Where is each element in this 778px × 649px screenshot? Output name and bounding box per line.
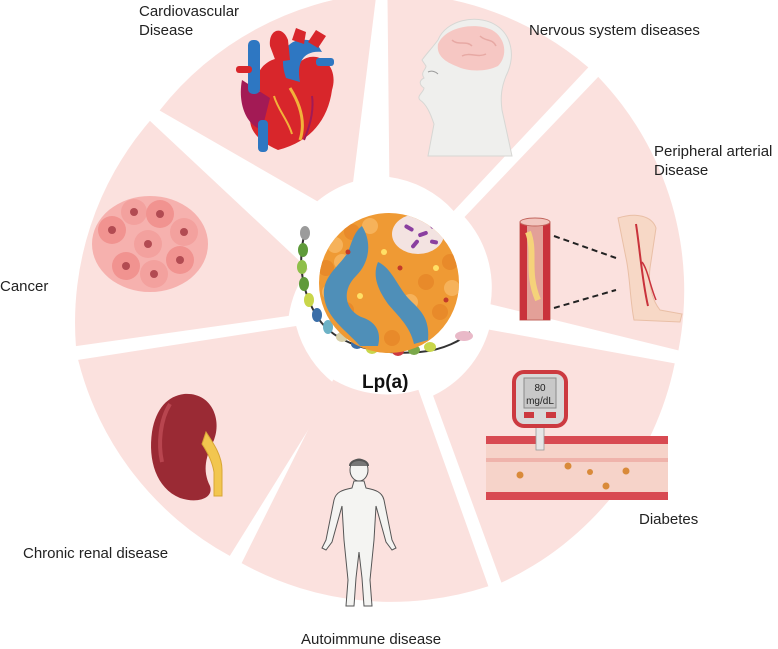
- head-brain-icon: [418, 18, 513, 157]
- label-nervous: Nervous system diseases: [529, 22, 700, 39]
- artery-leg-icon: [519, 214, 683, 323]
- glucometer-unit: mg/dL: [526, 396, 554, 407]
- human-body-icon: [321, 458, 397, 607]
- label-peripheral: Peripheral arterial Disease: [654, 143, 773, 179]
- label-diabetes: Diabetes: [639, 511, 699, 528]
- label-cancer: Cancer: [0, 278, 49, 295]
- center-label: Lp(a): [362, 372, 409, 393]
- kidney-icon: [151, 393, 223, 501]
- heart-icon: [236, 28, 334, 152]
- label-renal: Chronic renal disease: [23, 545, 169, 562]
- glucometer-reading: 80: [534, 383, 546, 394]
- tumor-cells-icon: [92, 196, 208, 292]
- label-autoimmune: Autoimmune disease: [301, 631, 442, 648]
- glucometer-icon: 80 mg/dL: [486, 370, 668, 500]
- lpa-particle-icon: [297, 213, 473, 356]
- label-cardiovascular: Cardiovascular Disease: [139, 3, 240, 39]
